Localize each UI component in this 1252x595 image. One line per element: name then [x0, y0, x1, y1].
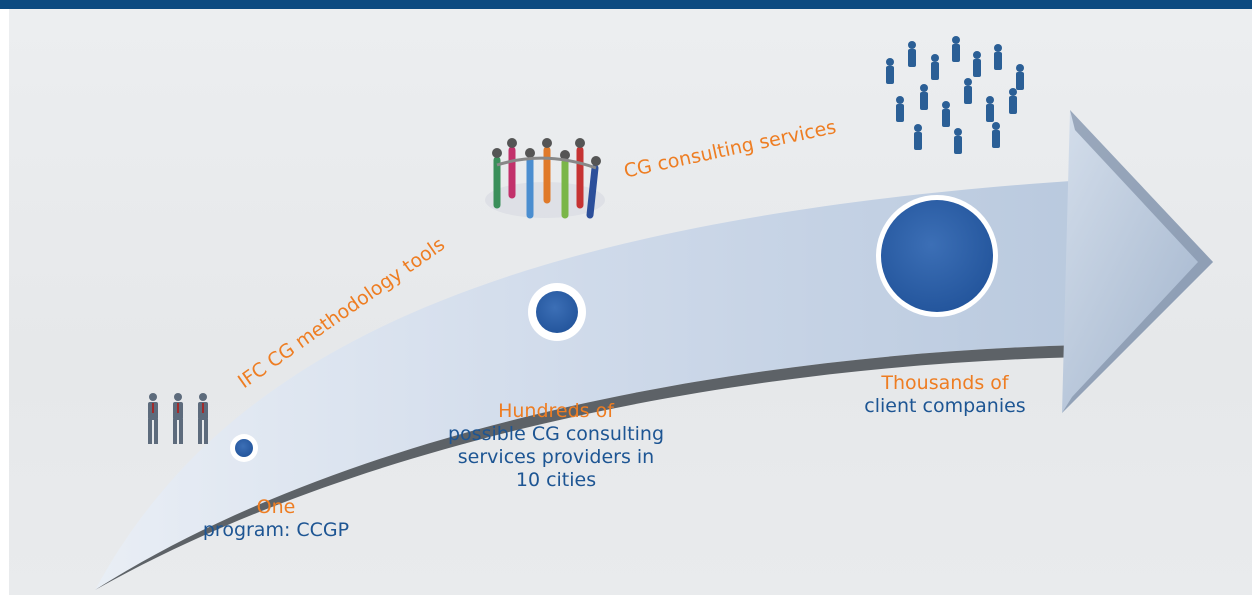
stage-dot-medium [528, 283, 586, 341]
stage-2-text: Hundreds of possible CG consulting servi… [411, 400, 701, 492]
top-bar [0, 0, 1252, 9]
stage-3-description: client companies [864, 395, 1026, 417]
stage-2-description-line-2: services providers in [457, 446, 655, 468]
stage-2-description-line-1: possible CG consulting [447, 423, 665, 445]
arrow-head [1062, 110, 1213, 413]
three-businessmen-icon [148, 393, 208, 444]
stage-dot-small [230, 434, 258, 462]
crowd-icon [886, 36, 1024, 154]
curved-arrow [95, 110, 1213, 590]
stage-2-count: Hundreds of [498, 400, 614, 422]
arrow-shaft-face [95, 180, 1085, 590]
stage-1-text: One program: CCGP [176, 496, 376, 542]
stage-1-count: One [256, 496, 296, 518]
stage-dot-large [876, 195, 998, 317]
stage-1-description: program: CCGP [202, 519, 350, 541]
stage-2-description-line-3: 10 cities [515, 469, 597, 491]
stage-3-count: Thousands of [881, 372, 1009, 394]
stage-3-text: Thousands of client companies [830, 372, 1060, 418]
people-circle-icon [485, 138, 605, 219]
